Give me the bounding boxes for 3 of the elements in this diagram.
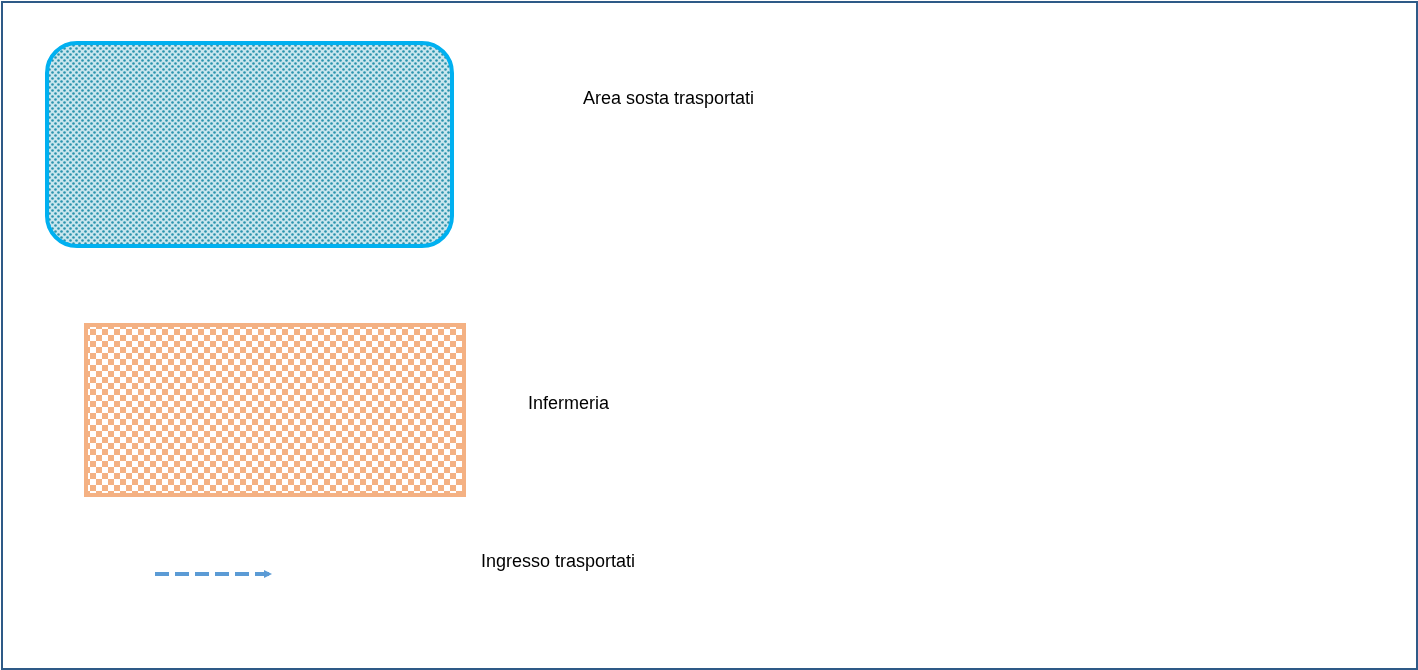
legend-label: Infermeria — [528, 393, 610, 414]
legend-label: Area sosta trasportati — [583, 88, 755, 109]
legend-label: Ingresso trasportati — [481, 551, 636, 572]
